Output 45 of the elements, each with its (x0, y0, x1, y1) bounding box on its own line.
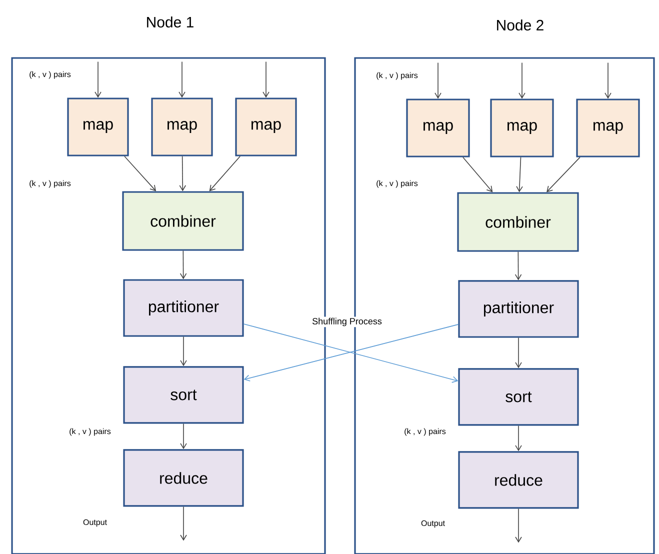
arrow (180, 423, 187, 450)
arrow (515, 508, 522, 543)
map-box: map (151, 98, 213, 156)
arrow (179, 156, 186, 192)
combiner-box: combiner (457, 192, 579, 252)
process-box: reduce (123, 449, 244, 507)
combiner-box: combiner (122, 191, 244, 251)
arrow (180, 336, 187, 366)
arrow (604, 62, 612, 99)
process-box: reduce (458, 451, 579, 509)
annotation-label: (k , v ) pairs (376, 180, 418, 188)
map-box: map (576, 98, 640, 158)
shuffle-label: Shuffling Process (311, 316, 383, 328)
map-box: map (406, 98, 470, 158)
annotation-label: (k , v ) pairs (404, 428, 446, 436)
arrow (434, 62, 442, 99)
arrow (124, 156, 156, 192)
annotation-label: (k , v ) pairs (70, 428, 111, 436)
panel-title: Node 2 (497, 19, 544, 30)
arrow (180, 506, 187, 541)
arrow (516, 156, 523, 192)
arrow (546, 156, 580, 192)
annotation-label: (k , v ) pairs (30, 71, 71, 79)
process-box: sort (123, 366, 244, 424)
arrow (462, 156, 493, 192)
process-box: sort (458, 368, 579, 426)
annotation-label: Output (421, 520, 445, 528)
arrow (94, 61, 102, 98)
annotation-label: (k , v ) pairs (376, 72, 418, 80)
arrow (178, 61, 186, 98)
arrow (209, 156, 241, 192)
arrow (262, 61, 270, 98)
panel-title: Node 1 (147, 16, 194, 28)
map-box: map (67, 98, 129, 156)
process-box: partitioner (123, 279, 244, 337)
arrow (518, 62, 526, 99)
arrow (515, 425, 522, 452)
annotation-label: Output (83, 519, 107, 527)
map-box: map (490, 98, 554, 158)
arrow (515, 337, 522, 368)
process-box: partitioner (458, 280, 579, 338)
arrow (514, 251, 522, 280)
map-box: map (235, 98, 297, 156)
annotation-label: (k , v ) pairs (30, 180, 71, 188)
arrow (180, 250, 187, 280)
